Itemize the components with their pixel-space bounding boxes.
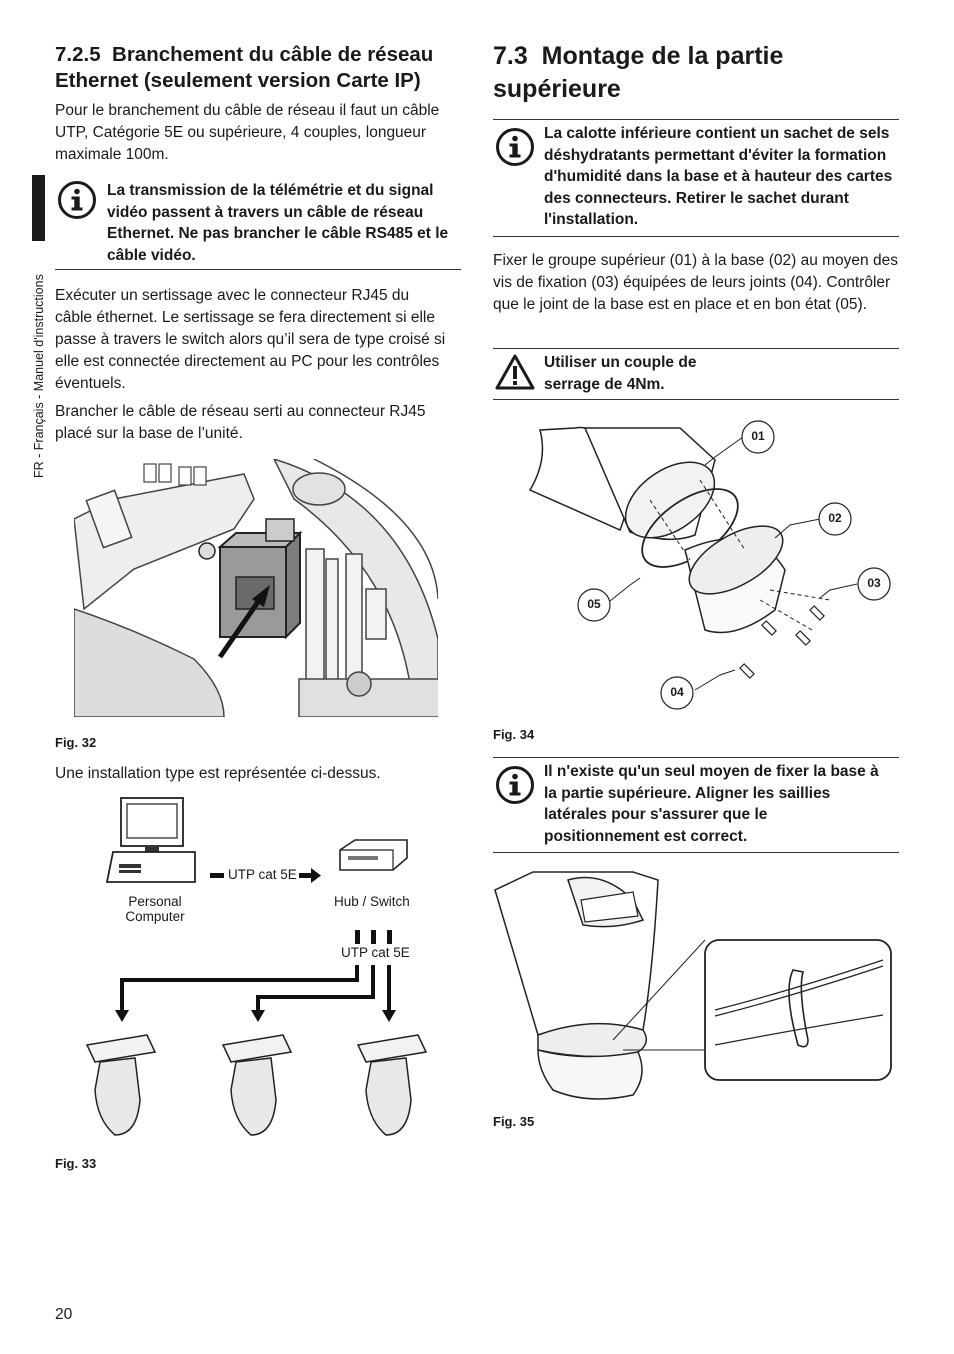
info-icon (496, 128, 534, 166)
info-note: La transmission de la télémétrie et du s… (55, 175, 461, 270)
sidebar-bar (32, 175, 45, 241)
pc-label-line1: Personal (128, 894, 182, 909)
link-label: UTP cat 5E (228, 867, 297, 882)
callout-01: 01 (751, 429, 765, 443)
paragraph: Brancher le câble de réseau serti au con… (55, 403, 426, 442)
figure-caption: Fig. 33 (55, 1156, 97, 1171)
callout-03: 03 (867, 576, 881, 590)
figure-caption: Fig. 35 (493, 1114, 535, 1129)
heading-number: 7.2.5 (55, 43, 101, 66)
camera-icon (356, 1034, 428, 1136)
callout-02: 02 (828, 511, 842, 525)
rj45-connector-illustration (74, 459, 438, 717)
warning-icon (495, 354, 535, 390)
warning-note: Utiliser un couple de serrage de 4Nm. (493, 348, 899, 400)
heading-text: Montage de la partie supérieure (493, 42, 784, 103)
info-note: Il n'existe qu'un seul moyen de fixer la… (493, 757, 899, 853)
heading-text: Branchement du câble de réseau Ethernet … (55, 43, 434, 92)
info-icon (496, 766, 534, 804)
callout-04: 04 (670, 685, 684, 699)
info-note: La calotte inférieure contient un sachet… (493, 119, 899, 237)
sidebar-text: FR - Français - Manuel d'instructions (32, 274, 46, 478)
pc-label: Personal Computer (100, 894, 210, 924)
warning-text: Utiliser un couple de serrage de 4Nm. (544, 354, 697, 393)
down-link-label: UTP cat 5E (341, 945, 410, 960)
paragraph: Fixer le groupe supérieur (01) à la base… (493, 252, 898, 313)
hub-switch-icon (339, 839, 408, 871)
note-text: La transmission de la télémétrie et du s… (107, 182, 449, 264)
paragraph: Pour le branchement du câble de réseau i… (55, 102, 440, 163)
hub-label: Hub / Switch (334, 894, 410, 909)
camera-icon (221, 1034, 293, 1136)
figure-caption: Fig. 32 (55, 735, 97, 750)
paragraph: Une installation type est représentée ci… (55, 765, 381, 782)
note-text: La calotte inférieure contient un sachet… (544, 125, 893, 228)
info-icon (58, 181, 96, 219)
note-text: Il n'existe qu'un seul moyen de fixer la… (544, 763, 879, 845)
page-number: 20 (55, 1306, 73, 1323)
computer-icon (105, 797, 196, 883)
exploded-assembly-illustration (528, 420, 891, 710)
pc-label-line2: Computer (125, 909, 185, 924)
base-alignment-illustration (494, 871, 892, 1100)
section-heading-7-3: 7.3 Montage de la partie supérieure (493, 40, 893, 106)
figure-caption: Fig. 34 (493, 727, 535, 742)
network-diagram (85, 797, 428, 1136)
section-heading-7-2-5: 7.2.5 Branchement du câble de réseau Eth… (55, 42, 465, 94)
paragraph: Exécuter un sertissage avec le connecteu… (55, 287, 446, 392)
camera-icon (85, 1034, 157, 1136)
callout-05: 05 (587, 597, 601, 611)
heading-number: 7.3 (493, 42, 528, 70)
